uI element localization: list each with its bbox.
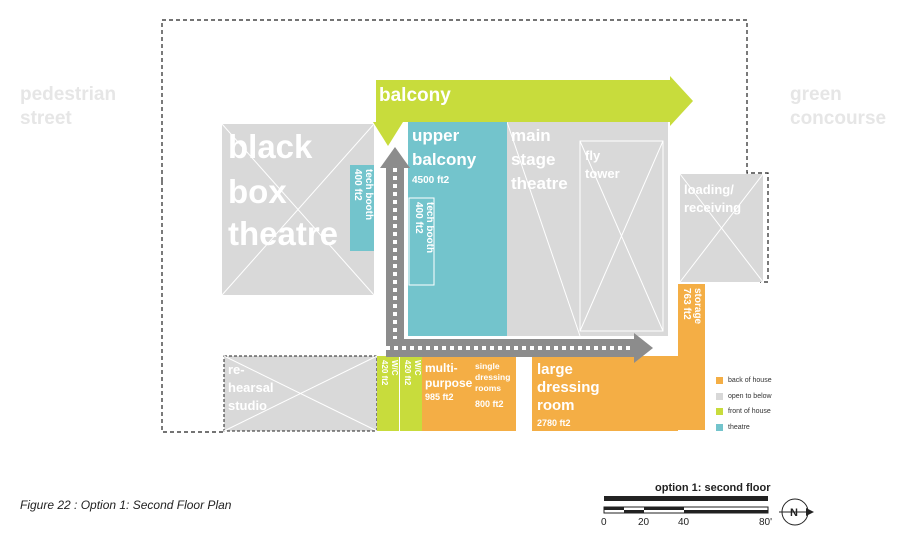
north-letter: N	[790, 507, 798, 519]
wc2-area: 420 ft2	[403, 360, 412, 386]
figure-caption: Figure 22 : Option 1: Second Floor Plan	[20, 498, 232, 512]
tech-booth-left: tech booth 400 ft2	[350, 165, 374, 251]
black-box-theatre-room: black box theatre	[221, 123, 375, 296]
legend-swatch	[716, 377, 723, 385]
main-stage-label-1: main	[511, 126, 551, 145]
single-dressing-area: 800 ft2	[475, 399, 504, 409]
legend-item-theatre: theatre	[716, 420, 772, 436]
loading-receiving-room: loading/ receiving	[679, 173, 764, 283]
rehearsal-label-1: re-	[228, 362, 245, 377]
legend-label: front of house	[728, 408, 771, 416]
upper-balcony-label-1: upper	[412, 126, 460, 145]
single-dressing-label-2: dressing	[475, 372, 510, 382]
fly-tower-label-2: tower	[585, 166, 620, 181]
upper-balcony-room: upper balcony 4500 ft2 tech booth 400 ft…	[408, 122, 507, 336]
tech-booth-mid	[408, 197, 435, 286]
single-dressing-label-1: single	[475, 361, 500, 371]
fly-tower-label-1: fly	[585, 148, 601, 163]
single-dressing-label-3: rooms	[475, 383, 501, 393]
circulation-arrows	[380, 147, 653, 363]
black-box-label-2: box	[228, 173, 287, 210]
multipurpose-area: 985 ft2	[425, 392, 454, 402]
black-box-label-3: theatre	[228, 215, 338, 252]
single-dressing-rooms: single dressing rooms 800 ft2	[472, 356, 516, 431]
legend: back of house open to below front of hou…	[716, 373, 772, 435]
scale-tick-40: 40	[678, 517, 690, 528]
wc-room-1: W/C 420 ft2	[377, 356, 399, 431]
legend-label: theatre	[728, 423, 750, 431]
pedestrian-street-label: pedestrian	[20, 84, 116, 105]
large-dressing-area: 2780 ft2	[537, 418, 571, 428]
green-concourse-label-2: concourse	[790, 108, 886, 129]
main-stage-label-3: theatre	[511, 174, 568, 193]
legend-label: back of house	[728, 377, 772, 385]
large-dressing-room: large dressing room 2780 ft2	[532, 356, 678, 431]
legend-swatch	[716, 423, 723, 431]
large-dressing-label-3: room	[537, 397, 575, 414]
legend-label: open to below	[728, 392, 772, 400]
legend-swatch	[716, 392, 723, 400]
wc2-name: W/C	[413, 360, 422, 376]
scale-tick-80: 80'	[759, 517, 773, 528]
upper-balcony-area: 4500 ft2	[412, 175, 450, 186]
multipurpose-room: multi- purpose 985 ft2	[422, 356, 473, 431]
balcony-label: balcony	[379, 85, 451, 106]
black-box-label-1: black	[228, 128, 313, 165]
storage-room: storage 763 ft2	[678, 284, 705, 430]
loading-label-2: receiving	[684, 200, 741, 215]
scale-tick-20: 20	[638, 517, 650, 528]
wc1-name: W/C	[390, 360, 399, 376]
rehearsal-studio-room: re- hearsal studio	[223, 355, 378, 432]
north-arrow-icon: N	[779, 498, 814, 526]
multipurpose-label-1: multi-	[425, 361, 458, 375]
large-dressing-label-1: large	[537, 361, 573, 378]
tech-booth-left-area: 400 ft2	[352, 169, 363, 201]
legend-item-back-of-house: back of house	[716, 373, 772, 389]
wc-room-2: W/C 420 ft2	[400, 356, 422, 431]
pedestrian-street-label-2: street	[20, 108, 72, 129]
balcony-arrow: balcony	[373, 76, 693, 146]
legend-item-front-of-house: front of house	[716, 404, 772, 420]
rehearsal-label-2: hearsal	[228, 380, 274, 395]
site-boundary	[161, 19, 769, 433]
legend-swatch	[716, 408, 723, 416]
rehearsal-label-3: studio	[228, 398, 267, 413]
tech-booth-left-name: tech booth	[363, 169, 374, 220]
storage-name: storage	[692, 288, 703, 325]
wc1-area: 420 ft2	[380, 360, 389, 386]
main-stage-label-2: stage	[511, 150, 555, 169]
legend-item-open-to-below: open to below	[716, 389, 772, 405]
storage-area: 763 ft2	[681, 288, 692, 320]
tech-booth-mid-area: 400 ft2	[413, 202, 424, 234]
main-stage-room: main stage theatre fly tower	[506, 121, 668, 337]
multipurpose-label-2: purpose	[425, 376, 473, 390]
green-concourse-label: green	[790, 84, 842, 105]
scale-bar-title: option 1: second floor	[655, 482, 771, 494]
scale-bar	[603, 496, 769, 514]
scale-tick-0: 0	[601, 517, 607, 528]
large-dressing-label-2: dressing	[537, 379, 600, 396]
upper-balcony-label-2: balcony	[412, 150, 477, 169]
loading-label-1: loading/	[684, 182, 734, 197]
tech-booth-mid-name: tech booth	[424, 202, 435, 253]
